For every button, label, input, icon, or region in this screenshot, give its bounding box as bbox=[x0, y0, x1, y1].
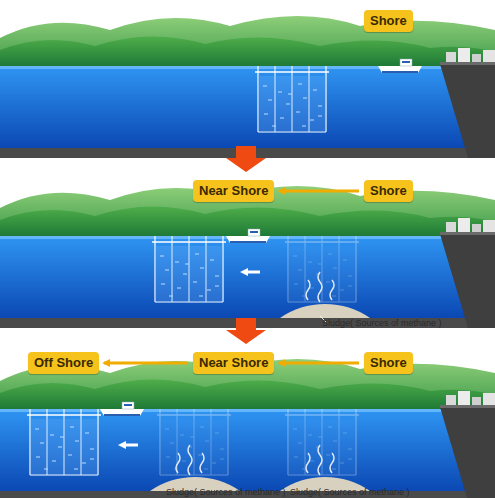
methane-bubbles bbox=[306, 272, 334, 302]
location-tag: Shore bbox=[364, 10, 413, 32]
former-cage bbox=[157, 409, 231, 475]
location-tag: Near Shore bbox=[193, 180, 274, 202]
step-arrow bbox=[226, 318, 266, 344]
move-arrow bbox=[240, 268, 260, 276]
location-tag: Off Shore bbox=[28, 352, 99, 374]
landscape bbox=[0, 186, 495, 328]
panel-near-shore bbox=[0, 186, 495, 328]
boat bbox=[100, 402, 144, 416]
landscape bbox=[0, 16, 495, 158]
former-cage bbox=[285, 236, 359, 302]
landscape bbox=[0, 359, 495, 498]
sludge-label: Sludge( Sources of methane ) bbox=[322, 318, 442, 329]
step-arrow bbox=[226, 146, 266, 172]
boat bbox=[378, 59, 422, 73]
location-name: Near Shore bbox=[199, 355, 268, 371]
former-cage bbox=[285, 409, 359, 475]
move-arrow bbox=[279, 362, 359, 365]
location-name: Shore bbox=[370, 355, 407, 371]
methane-bubbles bbox=[306, 445, 334, 475]
location-tag: Near Shore bbox=[193, 352, 274, 374]
move-arrow bbox=[104, 362, 188, 365]
location-name: Off Shore bbox=[34, 355, 93, 371]
methane-bubbles bbox=[176, 445, 204, 475]
location-name: Shore bbox=[370, 183, 407, 199]
location-name: Shore bbox=[370, 13, 407, 29]
boat bbox=[226, 229, 270, 243]
fish-cage bbox=[152, 236, 226, 302]
sludge-label: Sludge( Sources of methane ) bbox=[290, 487, 410, 498]
sludge-label: Sludge( Sources of methane ) bbox=[166, 487, 286, 498]
fish-cage bbox=[255, 66, 329, 132]
location-tag: Shore bbox=[364, 352, 413, 374]
panel-off-shore bbox=[0, 359, 495, 498]
move-arrow bbox=[118, 441, 138, 449]
fish-cage bbox=[27, 409, 101, 475]
location-tag: Shore bbox=[364, 180, 413, 202]
move-arrow bbox=[279, 190, 359, 193]
panel-shore bbox=[0, 16, 495, 158]
location-name: Near Shore bbox=[199, 183, 268, 199]
sludge-mound bbox=[280, 304, 370, 318]
